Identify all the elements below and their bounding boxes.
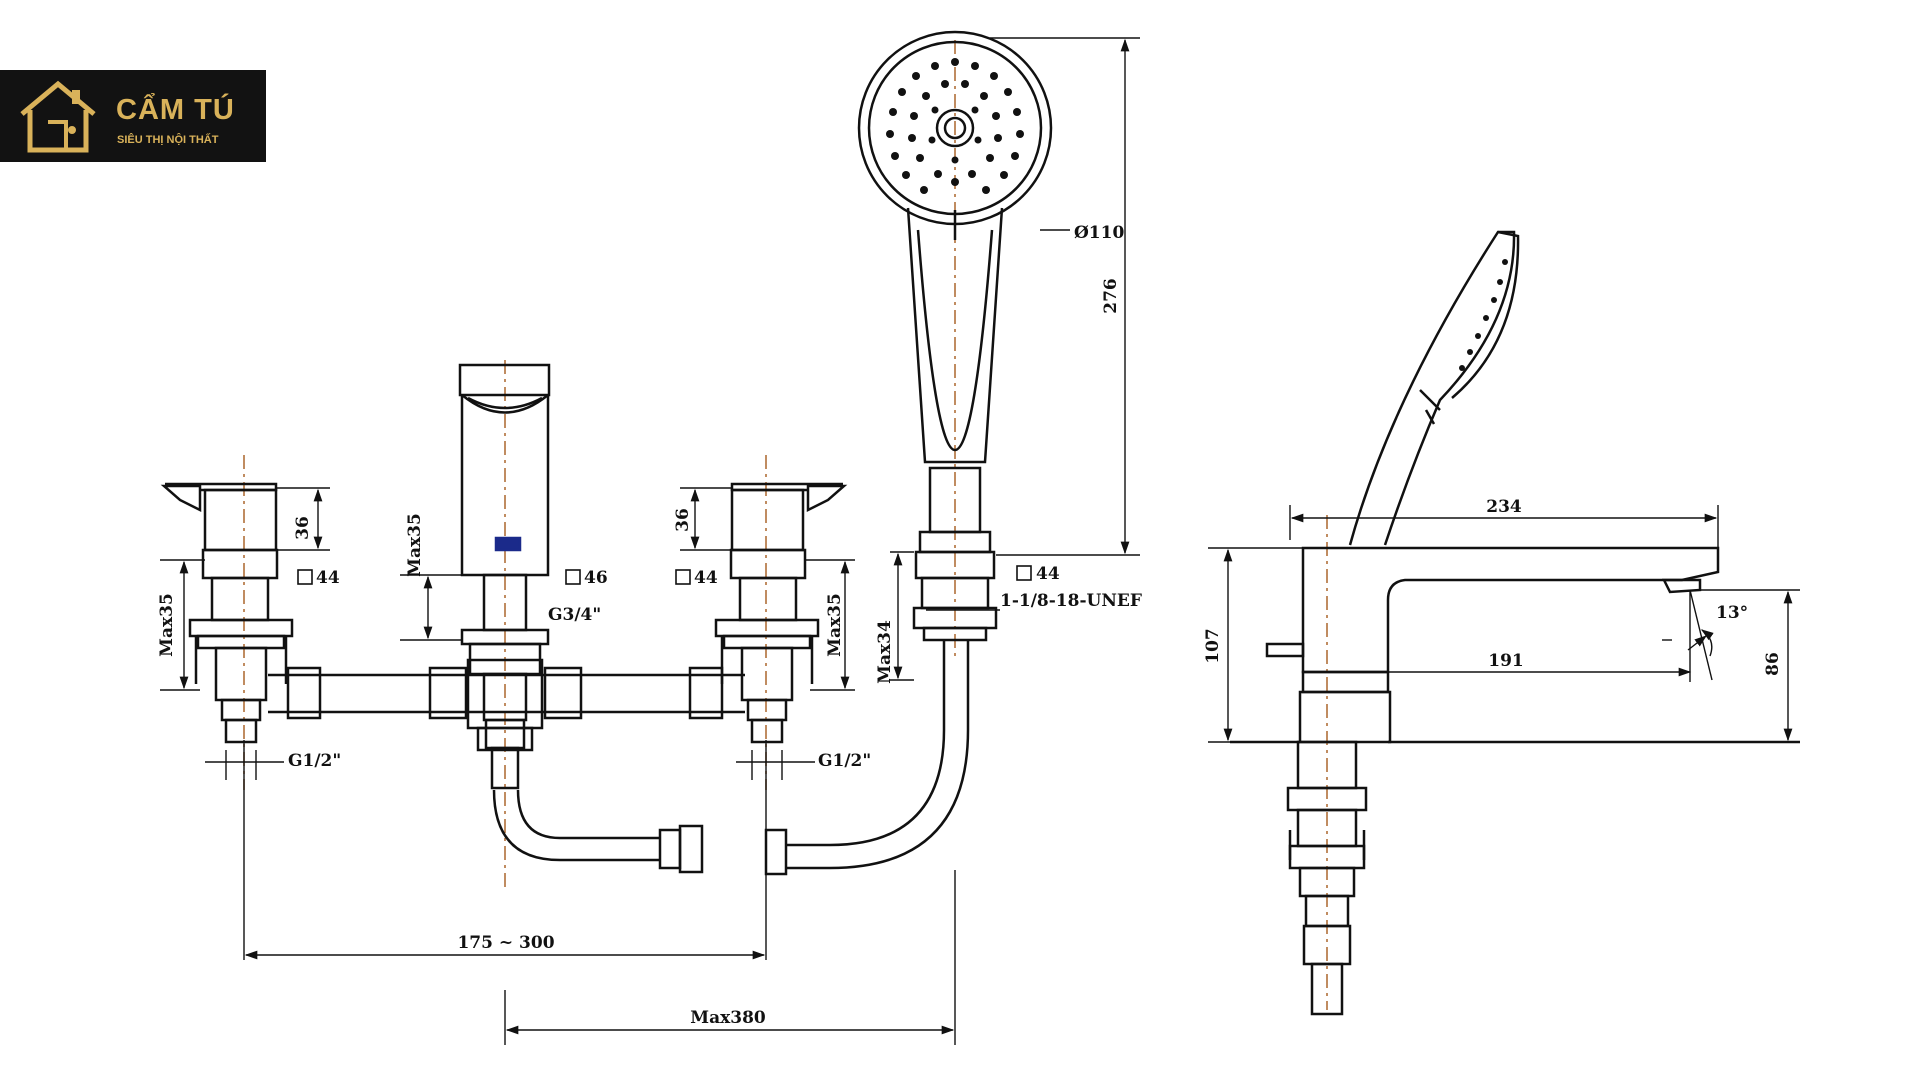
square-symbols [297, 565, 1032, 585]
dim-spout-thread: G3/4" [548, 605, 601, 625]
dim-inlet-right-thread: G1/2" [818, 751, 871, 771]
dim-shower-head-diameter: Ø110 [1074, 223, 1124, 243]
side-view [1230, 230, 1800, 1016]
side-nozzles [1459, 259, 1508, 371]
dim-inlet-left-thread: G1/2" [288, 751, 341, 771]
dim-shower-holder-square: 44 [1036, 564, 1060, 584]
house-logo-icon [20, 80, 96, 153]
side-spout-body [1230, 546, 1800, 744]
dim-left-handle-square: 44 [316, 568, 340, 588]
dim-right-handle-max: Max35 [825, 593, 845, 657]
dim-spout-length: 234 [1486, 497, 1522, 517]
dim-outlet-angle: 13° [1716, 603, 1748, 623]
front-view [160, 30, 1328, 1010]
spout-hose [492, 789, 704, 874]
side-mounting [1286, 740, 1368, 1016]
dim-spout-max: Max35 [405, 513, 425, 577]
side-hand-shower [1348, 230, 1520, 546]
dim-max-distance: Max380 [690, 1008, 766, 1028]
dim-left-handle-height: 36 [293, 516, 313, 540]
dim-hand-shower-length: 276 [1101, 278, 1121, 314]
dim-right-handle-height: 36 [673, 508, 693, 532]
brand-tagline: SIÊU THỊ NỘI THẤT [117, 134, 219, 146]
dim-body-height: 107 [1203, 628, 1223, 664]
right-valve-handle [714, 482, 848, 744]
centerlines [243, 40, 1328, 1010]
spout-body [458, 363, 551, 790]
dim-outlet-height: 86 [1763, 652, 1783, 676]
connecting-pipe [268, 658, 745, 752]
spray-nozzles [886, 58, 1024, 194]
left-valve-handle [160, 482, 294, 744]
dim-left-handle-max: Max35 [157, 593, 177, 657]
hand-shower [857, 30, 1053, 464]
brand-logo: CẨM TÚ SIÊU THỊ NỘI THẤT [0, 70, 266, 162]
front-dimensions [160, 37, 1140, 1045]
dim-shower-holder-max: Max34 [875, 620, 895, 684]
shower-holder [912, 466, 998, 642]
shower-hose [764, 640, 970, 876]
dim-spout-reach: 191 [1488, 651, 1524, 671]
dim-right-handle-square: 44 [694, 568, 718, 588]
dim-spout-square: 46 [584, 568, 608, 588]
side-dimensions [1208, 505, 1800, 743]
dim-shower-holder-thread: 1-1/8-18-UNEF [1000, 591, 1142, 611]
brand-name: CẨM TÚ [116, 94, 235, 126]
dim-center-distance: 175 ~ 300 [457, 933, 554, 953]
